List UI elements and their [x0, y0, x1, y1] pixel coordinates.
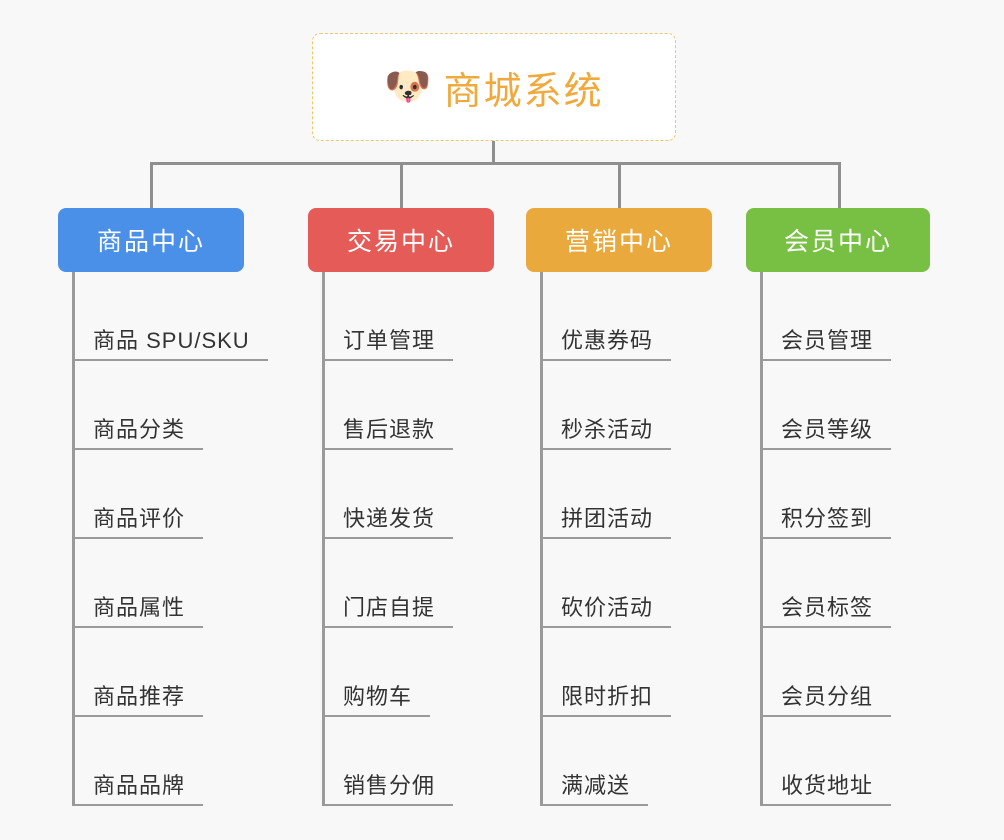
list-item[interactable]: 会员标签: [746, 539, 930, 628]
list-item[interactable]: 销售分佣: [308, 717, 494, 806]
trunk-line: [72, 272, 75, 806]
list-item[interactable]: 会员管理: [746, 272, 930, 361]
list-item-label: 商品分类: [75, 412, 204, 450]
list-item[interactable]: 收货地址: [746, 717, 930, 806]
list-item-label: 商品属性: [75, 590, 204, 628]
list-item[interactable]: 商品分类: [58, 361, 244, 450]
category-header-label: 交易中心: [346, 228, 455, 256]
list-item-label: 快递发货: [325, 501, 454, 539]
list-item[interactable]: 商品属性: [58, 539, 244, 628]
list-item[interactable]: 商品推荐: [58, 628, 244, 717]
list-item-label: 满减送: [543, 768, 649, 806]
list-item-label: 收货地址: [763, 768, 892, 806]
connector-drop-4: [838, 162, 841, 208]
leaf-list-trade-center: 订单管理 售后退款 快递发货 门店自提 购物车 销售分佣: [308, 272, 494, 806]
list-item-label: 门店自提: [325, 590, 454, 628]
category-header-member-center[interactable]: 会员中心: [746, 208, 930, 272]
leaf-list-member-center: 会员管理 会员等级 积分签到 会员标签 会员分组 收货地址: [746, 272, 930, 806]
list-item-label: 拼团活动: [543, 501, 672, 539]
list-item-label: 优惠券码: [543, 323, 672, 361]
trunk-line: [760, 272, 763, 806]
category-header-label: 会员中心: [783, 228, 892, 256]
column-product-center: 商品中心 商品 SPU/SKU 商品分类 商品评价 商品属性 商品推荐 商品品牌: [58, 208, 268, 806]
list-item[interactable]: 积分签到: [746, 450, 930, 539]
list-item-label: 会员标签: [763, 590, 892, 628]
leaf-list-product-center: 商品 SPU/SKU 商品分类 商品评价 商品属性 商品推荐 商品品牌: [58, 272, 268, 806]
column-trade-center: 交易中心 订单管理 售后退款 快递发货 门店自提 购物车 销售分佣: [308, 208, 494, 806]
list-item[interactable]: 商品品牌: [58, 717, 244, 806]
list-item-label: 砍价活动: [543, 590, 672, 628]
list-item[interactable]: 会员分组: [746, 628, 930, 717]
list-item-label: 秒杀活动: [543, 412, 672, 450]
list-item-label: 购物车: [325, 679, 431, 717]
list-item[interactable]: 门店自提: [308, 539, 494, 628]
list-item-label: 会员管理: [763, 323, 892, 361]
connector-drop-1: [150, 162, 153, 208]
list-item[interactable]: 秒杀活动: [526, 361, 712, 450]
category-header-trade-center[interactable]: 交易中心: [308, 208, 494, 272]
list-item[interactable]: 商品 SPU/SKU: [58, 272, 268, 361]
list-item-label: 积分签到: [763, 501, 892, 539]
list-item-label: 会员等级: [763, 412, 892, 450]
list-item[interactable]: 砍价活动: [526, 539, 712, 628]
list-item-label: 限时折扣: [543, 679, 672, 717]
category-header-label: 商品中心: [96, 228, 205, 256]
connector-drop-2: [400, 162, 403, 208]
list-item[interactable]: 拼团活动: [526, 450, 712, 539]
root-node[interactable]: 🐶 商城系统: [312, 33, 676, 141]
list-item-label: 销售分佣: [325, 768, 454, 806]
list-item-label: 售后退款: [325, 412, 454, 450]
list-item[interactable]: 订单管理: [308, 272, 494, 361]
connector-horizontal-bus: [150, 162, 841, 165]
category-header-product-center[interactable]: 商品中心: [58, 208, 244, 272]
list-item-label: 商品推荐: [75, 679, 204, 717]
list-item[interactable]: 快递发货: [308, 450, 494, 539]
trunk-line: [540, 272, 543, 806]
list-item[interactable]: 满减送: [526, 717, 712, 806]
connector-root-stem: [492, 141, 495, 165]
column-member-center: 会员中心 会员管理 会员等级 积分签到 会员标签 会员分组 收货地址: [746, 208, 930, 806]
list-item[interactable]: 售后退款: [308, 361, 494, 450]
dog-face-icon: 🐶: [384, 66, 432, 108]
list-item[interactable]: 会员等级: [746, 361, 930, 450]
column-marketing-center: 营销中心 优惠券码 秒杀活动 拼团活动 砍价活动 限时折扣 满减送: [526, 208, 712, 806]
list-item[interactable]: 限时折扣: [526, 628, 712, 717]
list-item[interactable]: 优惠券码: [526, 272, 712, 361]
list-item-label: 商品品牌: [75, 768, 204, 806]
category-header-label: 营销中心: [564, 228, 673, 256]
list-item-label: 商品评价: [75, 501, 204, 539]
leaf-list-marketing-center: 优惠券码 秒杀活动 拼团活动 砍价活动 限时折扣 满减送: [526, 272, 712, 806]
connector-drop-3: [618, 162, 621, 208]
category-header-marketing-center[interactable]: 营销中心: [526, 208, 712, 272]
list-item[interactable]: 购物车: [308, 628, 494, 717]
root-title: 商城系统: [443, 70, 604, 113]
list-item[interactable]: 商品评价: [58, 450, 244, 539]
list-item-label: 商品 SPU/SKU: [75, 323, 268, 361]
list-item-label: 订单管理: [325, 323, 454, 361]
trunk-line: [322, 272, 325, 806]
list-item-label: 会员分组: [763, 679, 892, 717]
